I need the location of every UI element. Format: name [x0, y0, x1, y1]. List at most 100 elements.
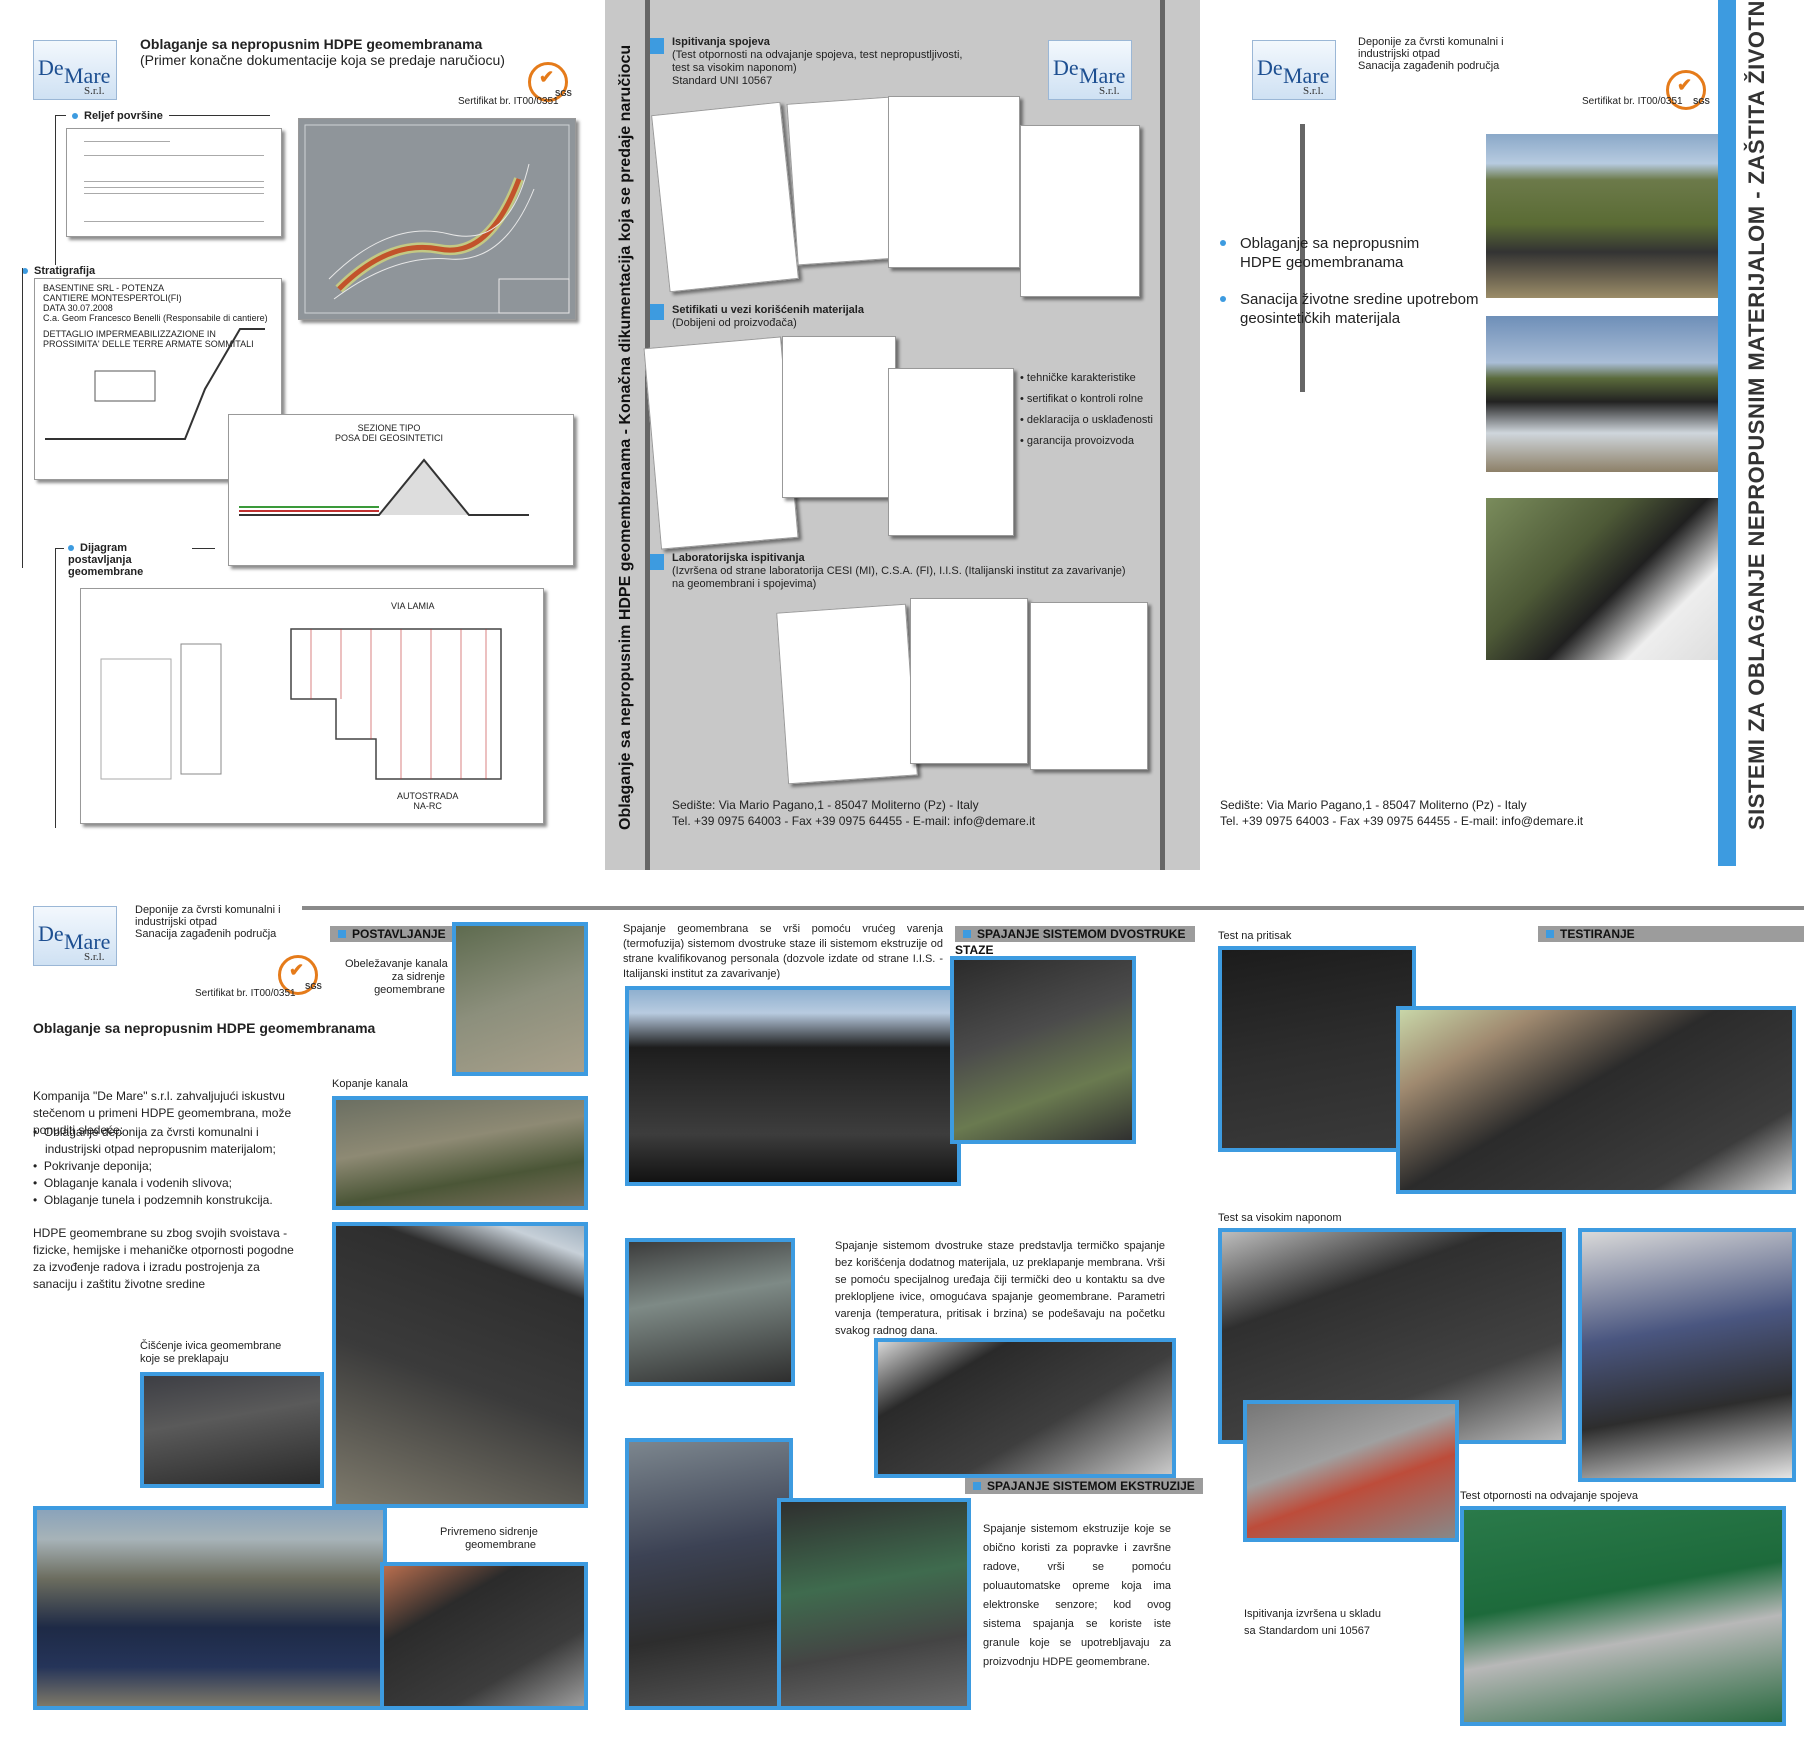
relief-table-sheet	[66, 128, 282, 237]
panel4-intro: Kompanija "De Mare" s.r.l. zahvaljujući …	[33, 1089, 292, 1137]
certificate-number: Sertifikat br. IT00/0351	[195, 988, 296, 999]
lab-tests-section: Laboratorijska ispitivanja (Izvršena od …	[672, 552, 1126, 590]
welding-machine-photo	[625, 1238, 795, 1386]
cert-sheet-3	[888, 368, 1014, 536]
sgs-logo-icon: ✔SGS	[278, 955, 322, 995]
strat-detail-sheet: BASENTINE SRL - POTENZA CANTIERE MONTESP…	[34, 278, 282, 480]
panel3-address: Sedište: Via Mario Pagano,1 - 85047 Moli…	[1220, 798, 1584, 828]
panel4-para2: HDPE geomembrane su zbog svojih svoistav…	[33, 1226, 294, 1291]
trench-marking-photo	[452, 922, 588, 1076]
panel4-list: • Oblaganje deponija za čvrsti komunalni…	[33, 1124, 295, 1209]
relief-map-sheet	[298, 118, 576, 320]
list-item: • Pokrivanje deponija;	[33, 1159, 152, 1173]
membrane-rolling-photo	[33, 1506, 387, 1710]
spark-test-photo	[1578, 1228, 1796, 1482]
lab-report-sheet-1	[776, 603, 918, 785]
strat-label: Stratigrafija	[22, 265, 95, 277]
landfill-lining-photo	[1486, 316, 1728, 472]
cap-temporary-anchoring: Privremeno sidrenje geomembrane	[440, 1526, 538, 1551]
cap-trench-marking: Obeležavanje kanala za sidrenje geomembr…	[345, 958, 448, 996]
section-type-sheet: SEZIONE TIPO POSA DEI GEOSINTETICI	[228, 414, 574, 566]
bullet-icon	[22, 268, 28, 275]
test-report-sheet-2	[786, 96, 902, 266]
pressure-gauge-photo	[1218, 946, 1416, 1152]
panel4-title: Oblaganje sa nepropusnim HDPE geomembran…	[33, 1020, 376, 1036]
joint-tests-section: Ispitivanja spojeva (Test otpornosti na …	[672, 36, 963, 87]
bullet-icon	[72, 113, 78, 120]
cap-high-voltage-test: Test sa visokim naponom	[1218, 1212, 1342, 1224]
cert-bullet-0: • tehničke karakteristike	[1020, 372, 1136, 384]
cert-bullet-list: • tehničke karakteristike • sertifikat o…	[1020, 368, 1153, 452]
extrusion-welder-photo	[777, 1498, 971, 1710]
cap-peel-test: Test otpornosti na odvajanje spojeva	[1460, 1490, 1638, 1502]
membrane-slope-photo	[332, 1222, 588, 1508]
cert-bullet-1: • sertifikat o kontroli rolne	[1020, 393, 1144, 405]
panel3-blue-bar	[1718, 0, 1736, 866]
relief-contour-drawing	[304, 124, 570, 314]
trench-digging-photo	[332, 1096, 588, 1210]
lab-report-sheet-3	[1030, 602, 1148, 770]
section-marker-icon	[650, 554, 664, 570]
pressure-test-photo	[1396, 1006, 1796, 1194]
certificate-number: Sertifikat br. IT00/0351	[458, 96, 559, 107]
landfill-slope-photo	[1486, 134, 1728, 298]
installation-diagram-sheet: VIA LAMIA AUTOSTRADA NA-RC	[80, 588, 544, 824]
extrusion-worker-photo	[625, 1438, 793, 1710]
bullet-icon	[68, 545, 74, 552]
landfill-membrane-photo	[1486, 498, 1728, 660]
extrusion-header: SPAJANJE SISTEMOM EKSTRUZIJE	[965, 1478, 1203, 1494]
installation-layout-drawing	[100, 628, 502, 780]
panel5-extrusion-text: Spajanje sistemom ekstruzije koje se obi…	[983, 1523, 1171, 1668]
section-marker-icon	[650, 38, 664, 54]
test-report-sheet-1	[651, 101, 799, 293]
cert-sheet-1	[643, 336, 799, 550]
cap-pressure-test: Test na pritisak	[1218, 930, 1292, 942]
postavljanje-header: POSTAVLJANJE	[330, 926, 454, 942]
cert-sheet-2	[782, 336, 896, 498]
list-item: • Oblaganje kanala i vodenih slivova;	[33, 1176, 232, 1190]
cap-edge-cleaning: Čišćenje ivica geomembrane koje se prekl…	[140, 1340, 282, 1365]
strat-cross-section-drawing	[45, 328, 265, 440]
cert-bullet-2: • deklaracija o usklađenosti	[1020, 414, 1153, 426]
panel3-vertical-title: SISTEMI ZA OBLAGANJE NEPROPUSNIM MATERIJ…	[1744, 0, 1769, 830]
demare-logo: De Mare S.r.l.	[33, 40, 117, 100]
panel1-subtitle: (Primer konačne dokumentacije koja se pr…	[140, 52, 505, 68]
panel2-address: Sedište: Via Mario Pagano,1 - 85047 Moli…	[672, 798, 1036, 828]
high-voltage-probe-photo	[1243, 1400, 1459, 1542]
certificate-number: Sertifikat br. IT00/0351	[1582, 96, 1683, 107]
panel2-divider-line	[645, 0, 650, 870]
testing-header: TESTIRANJE	[1538, 926, 1804, 942]
lab-report-sheet-2	[910, 598, 1028, 764]
sgs-logo-icon: ✔SGS	[528, 62, 572, 102]
bottom-row-top-rule	[302, 906, 1804, 910]
panel1-title: Oblaganje sa nepropusnim HDPE geomembran…	[140, 36, 483, 52]
temporary-anchoring-photo	[380, 1562, 588, 1710]
test-report-sheet-4	[1020, 125, 1140, 297]
relief-label: Reljef površine	[66, 110, 169, 122]
cert-bullet-3: • garancija provoizvoda	[1020, 435, 1134, 447]
panel2-right-line	[1160, 0, 1165, 870]
double-track-detail-photo	[874, 1338, 1176, 1478]
panel5-double-track-text: Spajanje sistemom dvostruke staze predst…	[835, 1240, 1165, 1337]
sgs-logo-icon: ✔SGS	[1666, 70, 1710, 110]
list-item: • Oblaganje deponija za čvrsti komunalni…	[33, 1125, 276, 1156]
section-marker-icon	[650, 304, 664, 320]
panel5-intro: Spajanje geomembrana se vrši pomoću vruć…	[623, 923, 943, 980]
test-report-sheet-3	[888, 96, 1020, 268]
panel2-vertical-title: Oblaganje sa nepropusnim HDPE geomembran…	[617, 44, 634, 830]
panel3-vertical-line	[1300, 124, 1305, 392]
welding-slope-photo	[625, 986, 961, 1186]
diagram-label: Dijagram postavljanja geomembrane	[64, 542, 192, 578]
cap-trench-digging: Kopanje kanala	[332, 1078, 408, 1090]
edge-cleaning-photo	[140, 1372, 324, 1488]
list-item: • Oblaganje tunela i podzemnih konstrukc…	[33, 1193, 273, 1207]
double-track-welding-photo	[950, 956, 1136, 1144]
cap-standard: Ispitivanja izvršena u skladu sa Standar…	[1244, 1608, 1381, 1637]
